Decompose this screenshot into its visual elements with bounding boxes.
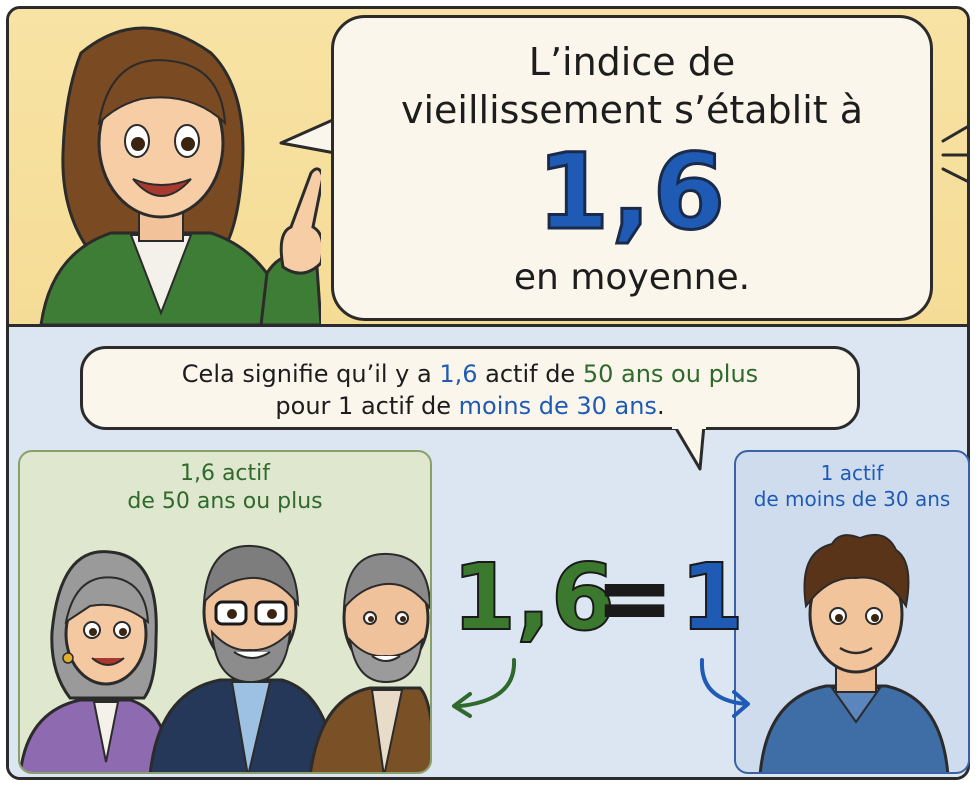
younger-worker-box: 1 actif de moins de 30 ans bbox=[734, 450, 970, 774]
emphasis-sparks-icon bbox=[941, 125, 967, 183]
bubble-tail bbox=[279, 117, 339, 157]
equation-sign: = bbox=[595, 544, 674, 651]
group-old-highlight: 50 ans ou plus bbox=[582, 360, 759, 388]
equation-right-value: 1 bbox=[679, 544, 745, 651]
main-line-1: L’indice de bbox=[528, 40, 736, 84]
older-workers-box: 1,6 actif de 50 ans ou plus bbox=[18, 450, 432, 774]
older-workers-group-icon bbox=[20, 544, 430, 772]
younger-worker-title: 1 actif de moins de 30 ans bbox=[753, 461, 951, 511]
value-old-highlight: 1,6 bbox=[439, 360, 478, 388]
explanation-line-1: Cela signifie qu’il y a 1,6 actif de 50 … bbox=[181, 360, 759, 388]
presenter-woman-icon bbox=[39, 26, 321, 325]
older-workers-title: 1,6 actif de 50 ans ou plus bbox=[127, 461, 323, 514]
curved-arrow-blue-icon bbox=[699, 658, 750, 718]
explanation-bubble: Cela signifie qu’il y a 1,6 actif de 50 … bbox=[80, 346, 860, 430]
main-speech-bubble: L’indice de vieillissement s’établit à 1… bbox=[331, 15, 933, 321]
young-man-icon bbox=[758, 534, 950, 772]
main-value: 1,6 bbox=[535, 131, 728, 253]
explanation-bubble-tail bbox=[672, 423, 706, 471]
explanation-line-2: pour 1 actif de moins de 30 ans. bbox=[275, 392, 665, 420]
group-young-highlight: moins de 30 ans bbox=[458, 392, 657, 420]
top-panel: L’indice de vieillissement s’établit à 1… bbox=[9, 9, 967, 327]
equation-left-value: 1,6 bbox=[451, 544, 616, 651]
main-line-3: en moyenne. bbox=[513, 257, 751, 298]
curved-arrow-green-icon bbox=[452, 658, 517, 718]
main-line-2: vieillissement s’établit à bbox=[400, 88, 864, 132]
